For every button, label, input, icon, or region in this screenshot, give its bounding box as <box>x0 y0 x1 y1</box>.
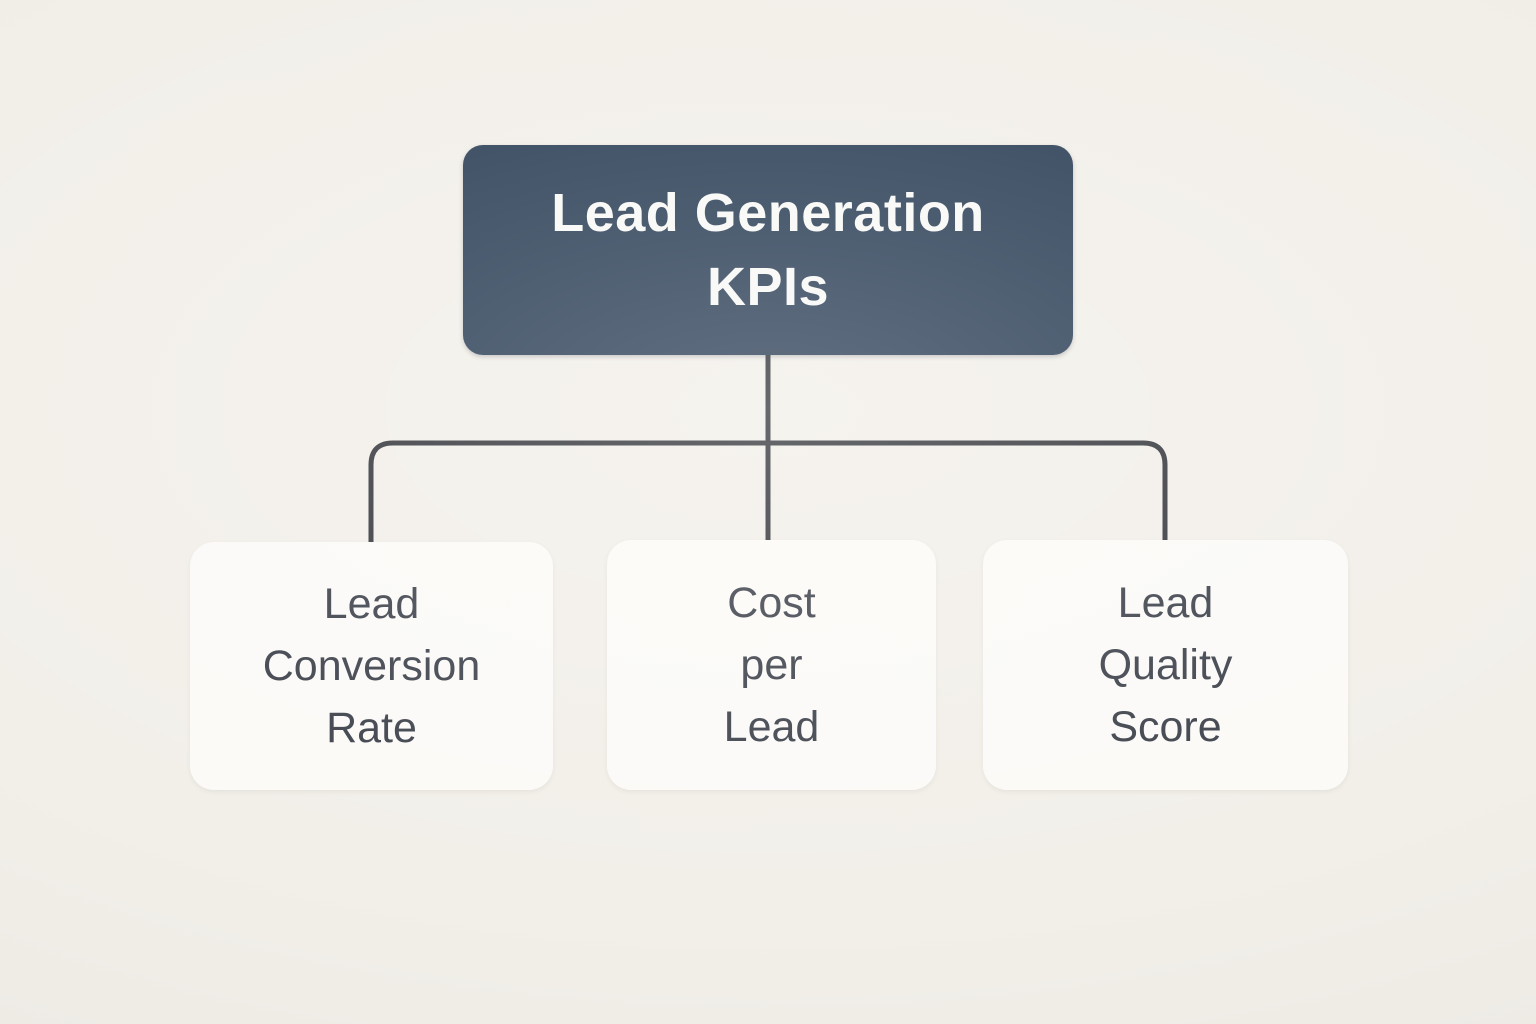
root-node-lead-generation-kpis: Lead Generation KPIs <box>463 145 1073 355</box>
child-node-label-line: Cost <box>727 579 816 627</box>
child-node-label-line: Score <box>1109 703 1222 751</box>
root-node-label-line: KPIs <box>706 257 830 317</box>
child-node-lead-quality-score: Lead Quality Score <box>983 540 1348 790</box>
connector-branch-rail <box>368 440 1168 542</box>
child-node-label-line: Lead <box>1117 579 1214 627</box>
child-node-label-line: Lead <box>323 580 420 628</box>
child-node-label-line: per <box>740 641 803 689</box>
child-node-label-line: Quality <box>1098 641 1233 689</box>
child-node-label-line: Rate <box>326 704 417 752</box>
root-node-label-line: Lead Generation <box>551 183 985 243</box>
child-node-label-line: Lead <box>723 703 820 751</box>
child-node-cost-per-lead: Cost per Lead <box>607 540 936 790</box>
child-node-lead-conversion-rate: Lead Conversion Rate <box>190 542 553 790</box>
child-node-label-line: Conversion <box>262 642 481 690</box>
